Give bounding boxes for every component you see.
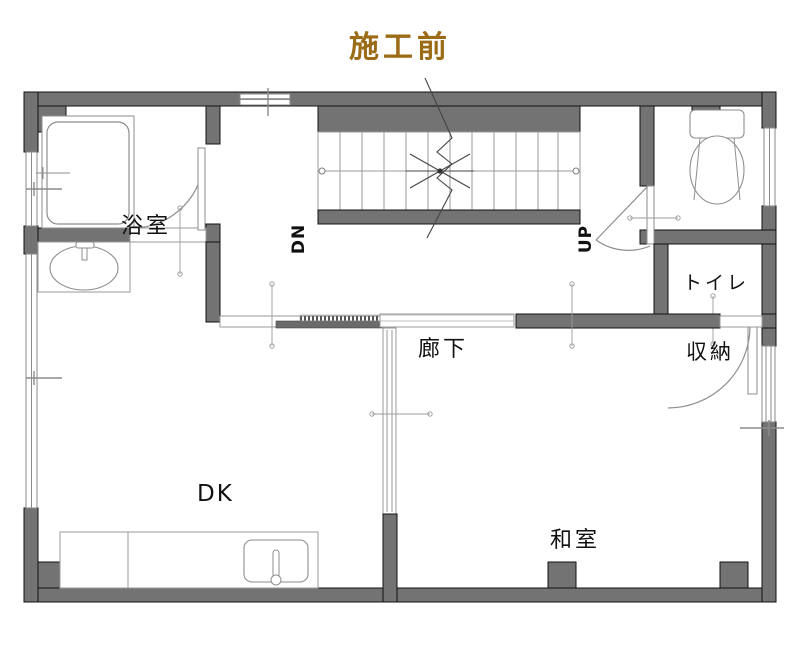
washbasin: [37, 241, 131, 293]
stair-break-symbol: [406, 77, 474, 239]
floor-plan: 浴室 廊下 トイレ 収納 DK 和室 DN UP: [0, 77, 800, 638]
exterior-walls: [23, 91, 777, 603]
page-title: 施工前: [349, 30, 451, 65]
dk-tatami-door-dim: [369, 411, 433, 417]
staircase: [317, 77, 581, 239]
bathroom-area: [36, 105, 221, 277]
room-label-dk: DK: [197, 481, 234, 507]
corridor-dk-wall: [205, 241, 763, 349]
window-west-dk: [25, 253, 38, 509]
window-east-toilet: [763, 127, 776, 207]
kitchen-sink: [243, 539, 309, 586]
toilet-area: [595, 105, 777, 251]
room-label-tatami: 和室: [550, 528, 601, 553]
dk-tatami-wall: [369, 327, 433, 603]
dk-tatami-door[interactable]: [382, 327, 397, 515]
room-label-toilet: トイレ: [683, 272, 750, 294]
room-label-closet: 収納: [686, 340, 734, 364]
dk-corridor-door[interactable]: [219, 313, 515, 329]
bathroom-door-dim: [177, 205, 183, 277]
stair-label-down: DN: [289, 223, 310, 255]
stair-label-up: UP: [576, 224, 597, 254]
room-label-corridor: 廊下: [418, 337, 469, 362]
dimension-ticks: [26, 88, 784, 436]
room-label-bathroom: 浴室: [121, 214, 172, 239]
corridor-door-dims: [269, 281, 575, 349]
kitchen-counter: [59, 531, 319, 589]
toilet-door[interactable]: [595, 185, 655, 251]
toilet-door-dim: [627, 215, 681, 221]
bathroom-door[interactable]: [133, 147, 206, 231]
floor-plan-svg: [23, 77, 784, 603]
toilet-bowl: [689, 109, 745, 205]
window-east-tatami: [761, 345, 776, 423]
bathtub: [36, 115, 135, 229]
